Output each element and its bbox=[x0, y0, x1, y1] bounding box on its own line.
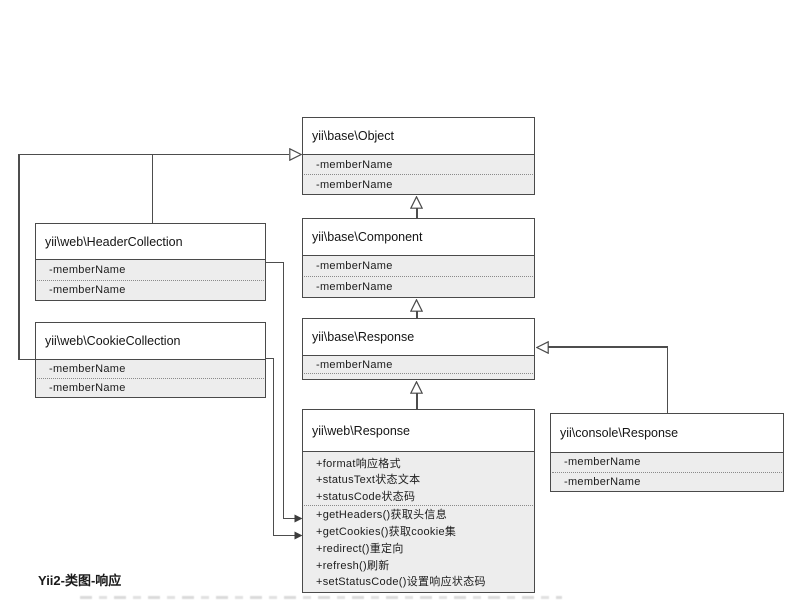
method-row: +setStatusCode()设置响应状态码 bbox=[316, 576, 486, 589]
connector-line bbox=[416, 310, 418, 319]
member-row: -memberName bbox=[316, 178, 393, 191]
class-title: yii\web\CookieCollection bbox=[36, 323, 265, 360]
class-members: -memberName -memberName bbox=[36, 360, 265, 397]
class-title: yii\web\Response bbox=[303, 410, 534, 452]
class-box-yii-web-headercollection: yii\web\HeaderCollection -memberName -me… bbox=[35, 223, 266, 301]
class-members: -memberName -memberName bbox=[551, 453, 783, 491]
class-title: yii\console\Response bbox=[551, 414, 783, 453]
member-separator bbox=[304, 373, 533, 375]
inheritance-arrow-icon bbox=[410, 196, 423, 209]
class-members: -memberName bbox=[303, 356, 534, 379]
class-title: yii\base\Object bbox=[303, 118, 534, 155]
class-box-yii-console-response: yii\console\Response -memberName -member… bbox=[550, 413, 784, 492]
connector-line bbox=[272, 357, 274, 536]
class-members: -memberName -memberName bbox=[303, 155, 534, 194]
connector-line bbox=[151, 154, 153, 223]
connector-line bbox=[18, 153, 289, 155]
member-separator bbox=[37, 279, 264, 281]
association-arrow-icon bbox=[294, 514, 303, 523]
member-row: -memberName bbox=[316, 281, 393, 293]
member-separator bbox=[304, 276, 533, 277]
connector-line bbox=[547, 346, 668, 348]
connector-line bbox=[18, 153, 20, 360]
member-row: -memberName bbox=[49, 382, 126, 394]
method-row: +redirect()重定向 bbox=[316, 542, 404, 555]
connector-line bbox=[282, 261, 284, 519]
connector-line bbox=[282, 517, 296, 519]
member-row: -memberName bbox=[49, 363, 126, 375]
class-box-yii-web-response: yii\web\Response +format响应格式 +statusText… bbox=[302, 409, 535, 593]
connector-line bbox=[18, 358, 36, 360]
connector-line bbox=[666, 346, 668, 414]
member-row: -memberName bbox=[316, 358, 393, 371]
association-arrow-icon bbox=[294, 531, 303, 540]
class-title: yii\web\HeaderCollection bbox=[36, 224, 265, 260]
method-row: +refresh()刷新 bbox=[316, 559, 390, 572]
member-separator bbox=[304, 504, 533, 506]
class-box-yii-base-object: yii\base\Object -memberName -memberName bbox=[302, 117, 535, 195]
connector-line bbox=[264, 261, 284, 263]
class-title: yii\base\Response bbox=[303, 319, 534, 356]
inheritance-arrow-icon bbox=[410, 299, 423, 312]
inheritance-arrow-icon bbox=[289, 148, 302, 161]
member-separator bbox=[552, 471, 782, 473]
member-row: -memberName bbox=[49, 263, 126, 276]
attribute-row: +statusCode状态码 bbox=[316, 491, 416, 504]
diagram-label: Yii2-类图-响应 bbox=[38, 573, 122, 588]
member-row: -memberName bbox=[49, 284, 126, 297]
attribute-row: +format响应格式 bbox=[316, 457, 401, 470]
member-row: -memberName bbox=[316, 158, 393, 171]
connector-line bbox=[416, 392, 418, 410]
method-row: +getCookies()获取cookie集 bbox=[316, 526, 457, 539]
class-box-yii-web-cookiecollection: yii\web\CookieCollection -memberName -me… bbox=[35, 322, 266, 398]
inheritance-arrow-icon bbox=[410, 381, 423, 394]
class-title: yii\base\Component bbox=[303, 219, 534, 256]
class-members: -memberName -memberName bbox=[303, 256, 534, 297]
connector-line bbox=[416, 207, 418, 219]
inheritance-arrow-icon bbox=[536, 340, 549, 354]
connector-line bbox=[264, 357, 274, 359]
ghost-text-artifact bbox=[80, 596, 562, 599]
method-row: +getHeaders()获取头信息 bbox=[316, 509, 448, 522]
class-members: +format响应格式 +statusText状态文本 +statusCode状… bbox=[303, 452, 534, 592]
class-box-yii-base-component: yii\base\Component -memberName -memberNa… bbox=[302, 218, 535, 298]
member-row: -memberName bbox=[564, 456, 641, 469]
class-box-yii-base-response: yii\base\Response -memberName bbox=[302, 318, 535, 380]
member-separator bbox=[37, 378, 264, 379]
member-row: -memberName bbox=[564, 475, 641, 488]
connector-line bbox=[272, 534, 296, 536]
class-members: -memberName -memberName bbox=[36, 260, 265, 300]
member-row: -memberName bbox=[316, 260, 393, 272]
member-separator bbox=[304, 174, 533, 175]
attribute-row: +statusText状态文本 bbox=[316, 474, 421, 487]
